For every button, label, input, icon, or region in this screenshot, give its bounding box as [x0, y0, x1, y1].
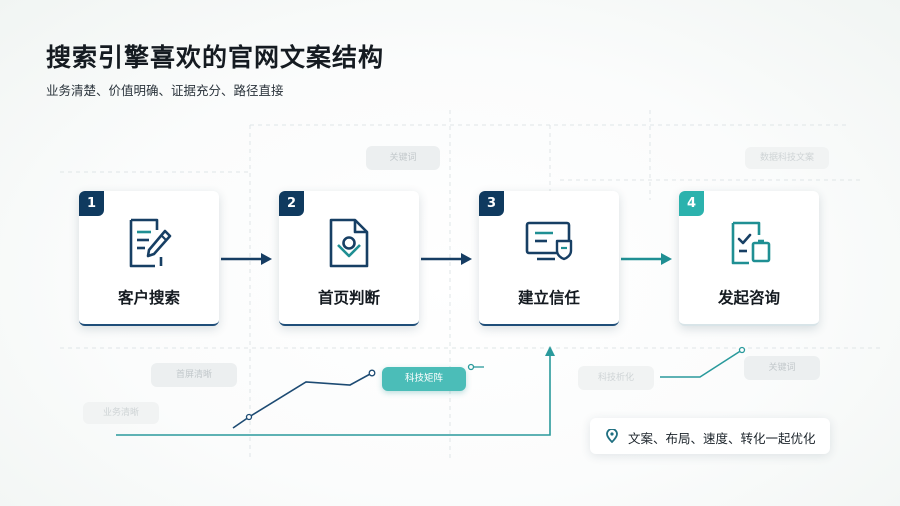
trend-line-left [232, 369, 376, 429]
page-title: 搜索引擎喜欢的官网文案结构 [46, 43, 385, 72]
trend-line-right [660, 346, 746, 378]
step-number-badge: 1 [79, 191, 104, 216]
step-number-badge: 2 [279, 191, 304, 216]
step-card-4: 4 发起咨询 [679, 191, 819, 326]
chip-first-screen: 首屏清晰 [151, 363, 237, 387]
document-edit-icon [129, 218, 172, 268]
arrow-1-2 [221, 253, 272, 265]
chip-tech-analysis: 科技析化 [578, 366, 654, 390]
chip-keyword-right: 关键词 [744, 356, 820, 380]
step-card-3: 3 建立信任 [479, 191, 619, 326]
step-number-badge: 4 [679, 191, 704, 216]
optimization-note: 文案、布局、速度、转化一起优化 [590, 418, 830, 454]
clipboard-check-icon [731, 221, 771, 265]
step-card-2: 2 首页判断 [279, 191, 419, 326]
step-label: 客户搜索 [117, 289, 180, 307]
monitor-shield-icon [525, 221, 573, 261]
arrow-2-3 [421, 253, 472, 265]
step-card-1: 1 客户搜索 [79, 191, 219, 326]
chip-business-clear: 业务清晰 [83, 402, 159, 424]
chip-connector [467, 363, 484, 371]
step-label: 首页判断 [317, 289, 380, 307]
location-pin-icon [606, 429, 618, 443]
feedback-path [116, 346, 555, 436]
note-text: 文案、布局、速度、转化一起优化 [628, 431, 816, 446]
step-number-badge: 3 [479, 191, 504, 216]
arrow-3-4 [621, 253, 672, 265]
step-label: 建立信任 [517, 289, 580, 307]
document-location-icon [329, 218, 369, 268]
chip-keyword-top: 关键词 [366, 146, 440, 170]
chip-tech-matrix: 科技矩阵 [382, 367, 466, 391]
step-label: 发起咨询 [717, 289, 780, 307]
chip-tech-copy: 数据科技文案 [745, 147, 829, 169]
page-subtitle: 业务清楚、价值明确、证据充分、路径直接 [46, 83, 284, 98]
